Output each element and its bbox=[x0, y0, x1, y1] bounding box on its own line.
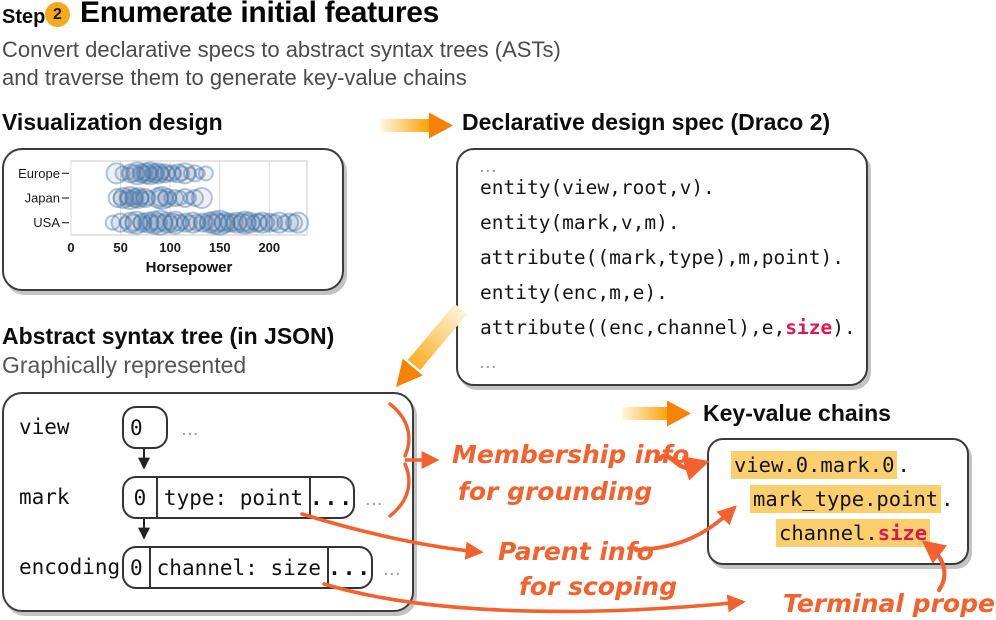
code-line-4: entity(enc,m,e). bbox=[480, 281, 668, 304]
ast-mark-more: ... bbox=[309, 478, 353, 517]
svg-text:Japan: Japan bbox=[25, 191, 60, 206]
subtitle-line1: Convert declarative specs to abstract sy… bbox=[2, 37, 561, 62]
ast-mark-ellipsis: ... bbox=[366, 492, 384, 508]
svg-text:0: 0 bbox=[67, 240, 74, 255]
ast-heading: Abstract syntax tree (in JSON) bbox=[2, 323, 335, 349]
ast-node-view: 0 bbox=[122, 406, 168, 449]
code-line-2: entity(mark,v,m). bbox=[480, 211, 680, 234]
flow-arrow-top bbox=[381, 112, 453, 139]
step-number-badge: 2 bbox=[45, 2, 70, 27]
viz-heading: Visualization design bbox=[2, 109, 223, 135]
annotation-parent-line1: Parent info bbox=[498, 537, 654, 566]
annotation-parent-line2: for scoping bbox=[519, 572, 678, 601]
ast-subheading: Graphically represented bbox=[2, 352, 247, 378]
kv-line-2: mark_type.point. bbox=[750, 485, 954, 513]
kv-line-1-suffix: . bbox=[897, 453, 910, 477]
code-ellipsis-top: ... bbox=[480, 159, 498, 175]
svg-text:Europe: Europe bbox=[18, 166, 60, 181]
svg-text:150: 150 bbox=[209, 240, 231, 255]
page-title: Enumerate initial features bbox=[80, 0, 439, 29]
ast-label-view: view bbox=[19, 415, 70, 439]
declarative-spec-panel: ... entity(view,root,v). entity(mark,v,m… bbox=[456, 148, 868, 386]
ast-encoding-prop: channel: size bbox=[148, 548, 327, 587]
ast-label-encoding: encoding bbox=[19, 555, 121, 579]
kv-heading: Key-value chains bbox=[703, 400, 891, 426]
code-keyword-size: size bbox=[785, 316, 833, 339]
ast-panel: view 0 ... mark 0 type: point ... ... en… bbox=[2, 392, 414, 612]
ast-node-encoding: 0 channel: size ... bbox=[122, 546, 373, 589]
annotation-membership-line2: for grounding bbox=[458, 477, 653, 506]
ast-encoding-more: ... bbox=[327, 548, 371, 587]
ast-view-ellipsis: ... bbox=[182, 422, 200, 438]
step-label: Step bbox=[2, 6, 46, 28]
annotation-membership-line1: Membership info bbox=[452, 440, 690, 469]
kv-line-3: channel.size bbox=[776, 519, 931, 547]
svg-text:100: 100 bbox=[159, 240, 181, 255]
code-line-5: attribute((enc,channel),e,size). bbox=[480, 316, 856, 339]
key-value-chains-panel: view.0.mark.0. mark_type.point. channel.… bbox=[707, 438, 969, 565]
kv-line-2-suffix: . bbox=[941, 487, 954, 511]
ast-encoding-index: 0 bbox=[130, 555, 143, 580]
code-line-5-prefix: attribute((enc,channel),e, bbox=[480, 316, 786, 339]
code-line-1: entity(view,root,v). bbox=[480, 176, 715, 199]
ast-encoding-ellipsis: ... bbox=[384, 562, 402, 578]
code-line-5-suffix: ). bbox=[832, 316, 856, 339]
kv-line-2-highlight: mark_type.point bbox=[750, 485, 942, 513]
code-ellipsis-bottom: ... bbox=[480, 355, 498, 371]
code-line-3: attribute((mark,type),m,point). bbox=[480, 246, 844, 269]
kv-line-3-highlight: channel.size bbox=[776, 519, 931, 547]
spec-heading: Declarative design spec (Draco 2) bbox=[462, 109, 831, 135]
kv-line-3-black: channel. bbox=[779, 521, 878, 545]
annotation-terminal: Terminal property bbox=[783, 589, 996, 618]
subtitle-line2: and traverse them to generate key-value … bbox=[2, 65, 467, 90]
kv-line-1-highlight: view.0.mark.0 bbox=[731, 451, 898, 479]
svg-text:200: 200 bbox=[258, 240, 280, 255]
ast-mark-index: 0 bbox=[133, 485, 147, 510]
kv-line-3-red: size bbox=[877, 521, 928, 545]
ast-node-mark: 0 type: point ... bbox=[122, 476, 355, 519]
ast-mark-prop: type: point bbox=[155, 478, 309, 517]
kv-line-1: view.0.mark.0. bbox=[731, 451, 910, 479]
svg-text:Horsepower: Horsepower bbox=[146, 259, 233, 276]
flow-arrow-keyvalue bbox=[622, 400, 691, 427]
svg-text:50: 50 bbox=[113, 240, 127, 255]
ast-view-index: 0 bbox=[130, 415, 143, 440]
flow-arrow-diagonal bbox=[396, 303, 468, 387]
svg-text:USA: USA bbox=[33, 215, 60, 230]
ast-label-mark: mark bbox=[19, 485, 70, 509]
